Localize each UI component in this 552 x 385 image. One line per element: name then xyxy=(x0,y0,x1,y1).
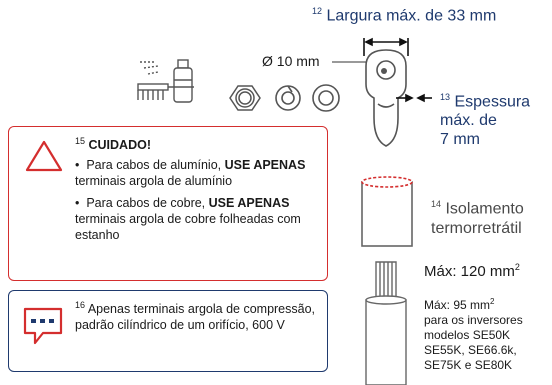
heat-shrink-label-line1: Isolamento xyxy=(445,200,524,218)
max-cable-label-text: Máx: 120 mm xyxy=(424,263,515,280)
flat-washer-icon xyxy=(312,84,340,112)
max-note-line5: SE75K e SE80K xyxy=(424,358,513,372)
thickness-arrows xyxy=(396,93,432,103)
hole-diameter-label: Ø 10 mm xyxy=(262,53,320,69)
caution-title: CUIDADO! xyxy=(88,138,152,153)
caution-content: 15 CUIDADO! • Para cabos de alumínio, US… xyxy=(75,133,323,243)
max-note-sup: 2 xyxy=(490,297,495,306)
speech-bubble-icon xyxy=(23,307,63,345)
heat-shrink-label-line2: termorretrátil xyxy=(431,220,522,238)
spray-brush-icon xyxy=(137,59,194,103)
width-label-num: 12 xyxy=(312,6,323,16)
max-cable-note: Máx: 95 mm2 para os inversores modelos S… xyxy=(424,294,523,373)
note-num: 16 xyxy=(75,300,86,310)
heat-shrink-label: 14 Isolamento termorretrátil xyxy=(431,194,524,239)
max-cable-label-sup: 2 xyxy=(514,262,520,272)
thickness-label-line1: Espessura xyxy=(454,93,531,111)
caution-b1-bold: USE APENAS xyxy=(224,158,306,173)
note-body: Apenas terminais argola de compressão, p… xyxy=(75,302,316,333)
heat-shrink-tube xyxy=(361,176,413,247)
caution-b1-pre: Para cabos de alumínio, xyxy=(86,158,225,173)
lock-washer-icon xyxy=(275,85,301,111)
heat-shrink-label-num: 14 xyxy=(431,199,442,209)
thickness-label: 13 Espessura máx. de 7 mm xyxy=(440,88,530,149)
max-cable-label: Máx: 120 mm2 xyxy=(424,262,520,280)
caution-bullet-copper: • Para cabos de cobre, USE APENAS termin… xyxy=(75,196,301,243)
width-label-text: Largura máx. de 33 mm xyxy=(326,7,497,25)
cable xyxy=(365,261,407,385)
width-dimension xyxy=(363,37,409,56)
thickness-label-line2: máx. de xyxy=(440,112,497,130)
ring-lug xyxy=(365,49,407,147)
caution-num: 15 xyxy=(75,136,86,146)
caution-box: 15 CUIDADO! • Para cabos de alumínio, US… xyxy=(8,126,328,281)
max-note-line2: para os inversores xyxy=(424,313,523,327)
caution-b2-pre: Para cabos de cobre, xyxy=(86,196,209,211)
caution-b1-post: terminais argola de alumínio xyxy=(75,174,233,189)
max-note-line4: SE55K, SE66.6k, xyxy=(424,343,517,357)
caution-b2-bold: USE APENAS xyxy=(208,196,290,211)
note-box: 16 Apenas terminais argola de compressão… xyxy=(8,290,328,372)
hex-nut-icon xyxy=(229,85,261,111)
thickness-label-line3: 7 mm xyxy=(440,131,480,149)
thickness-label-num: 13 xyxy=(440,92,451,102)
max-note-line3: modelos SE50K xyxy=(424,328,511,342)
note-text: 16 Apenas terminais argola de compressão… xyxy=(75,297,323,333)
width-label: 12 Largura máx. de 33 mm xyxy=(312,6,496,25)
caution-b2-post: terminais argola de cobre folheadas com … xyxy=(75,212,301,243)
max-note-line1: Máx: 95 mm xyxy=(424,298,491,312)
caution-bullet-aluminum: • Para cabos de alumínio, USE APENAS ter… xyxy=(75,158,306,189)
warning-triangle-icon xyxy=(25,140,63,172)
